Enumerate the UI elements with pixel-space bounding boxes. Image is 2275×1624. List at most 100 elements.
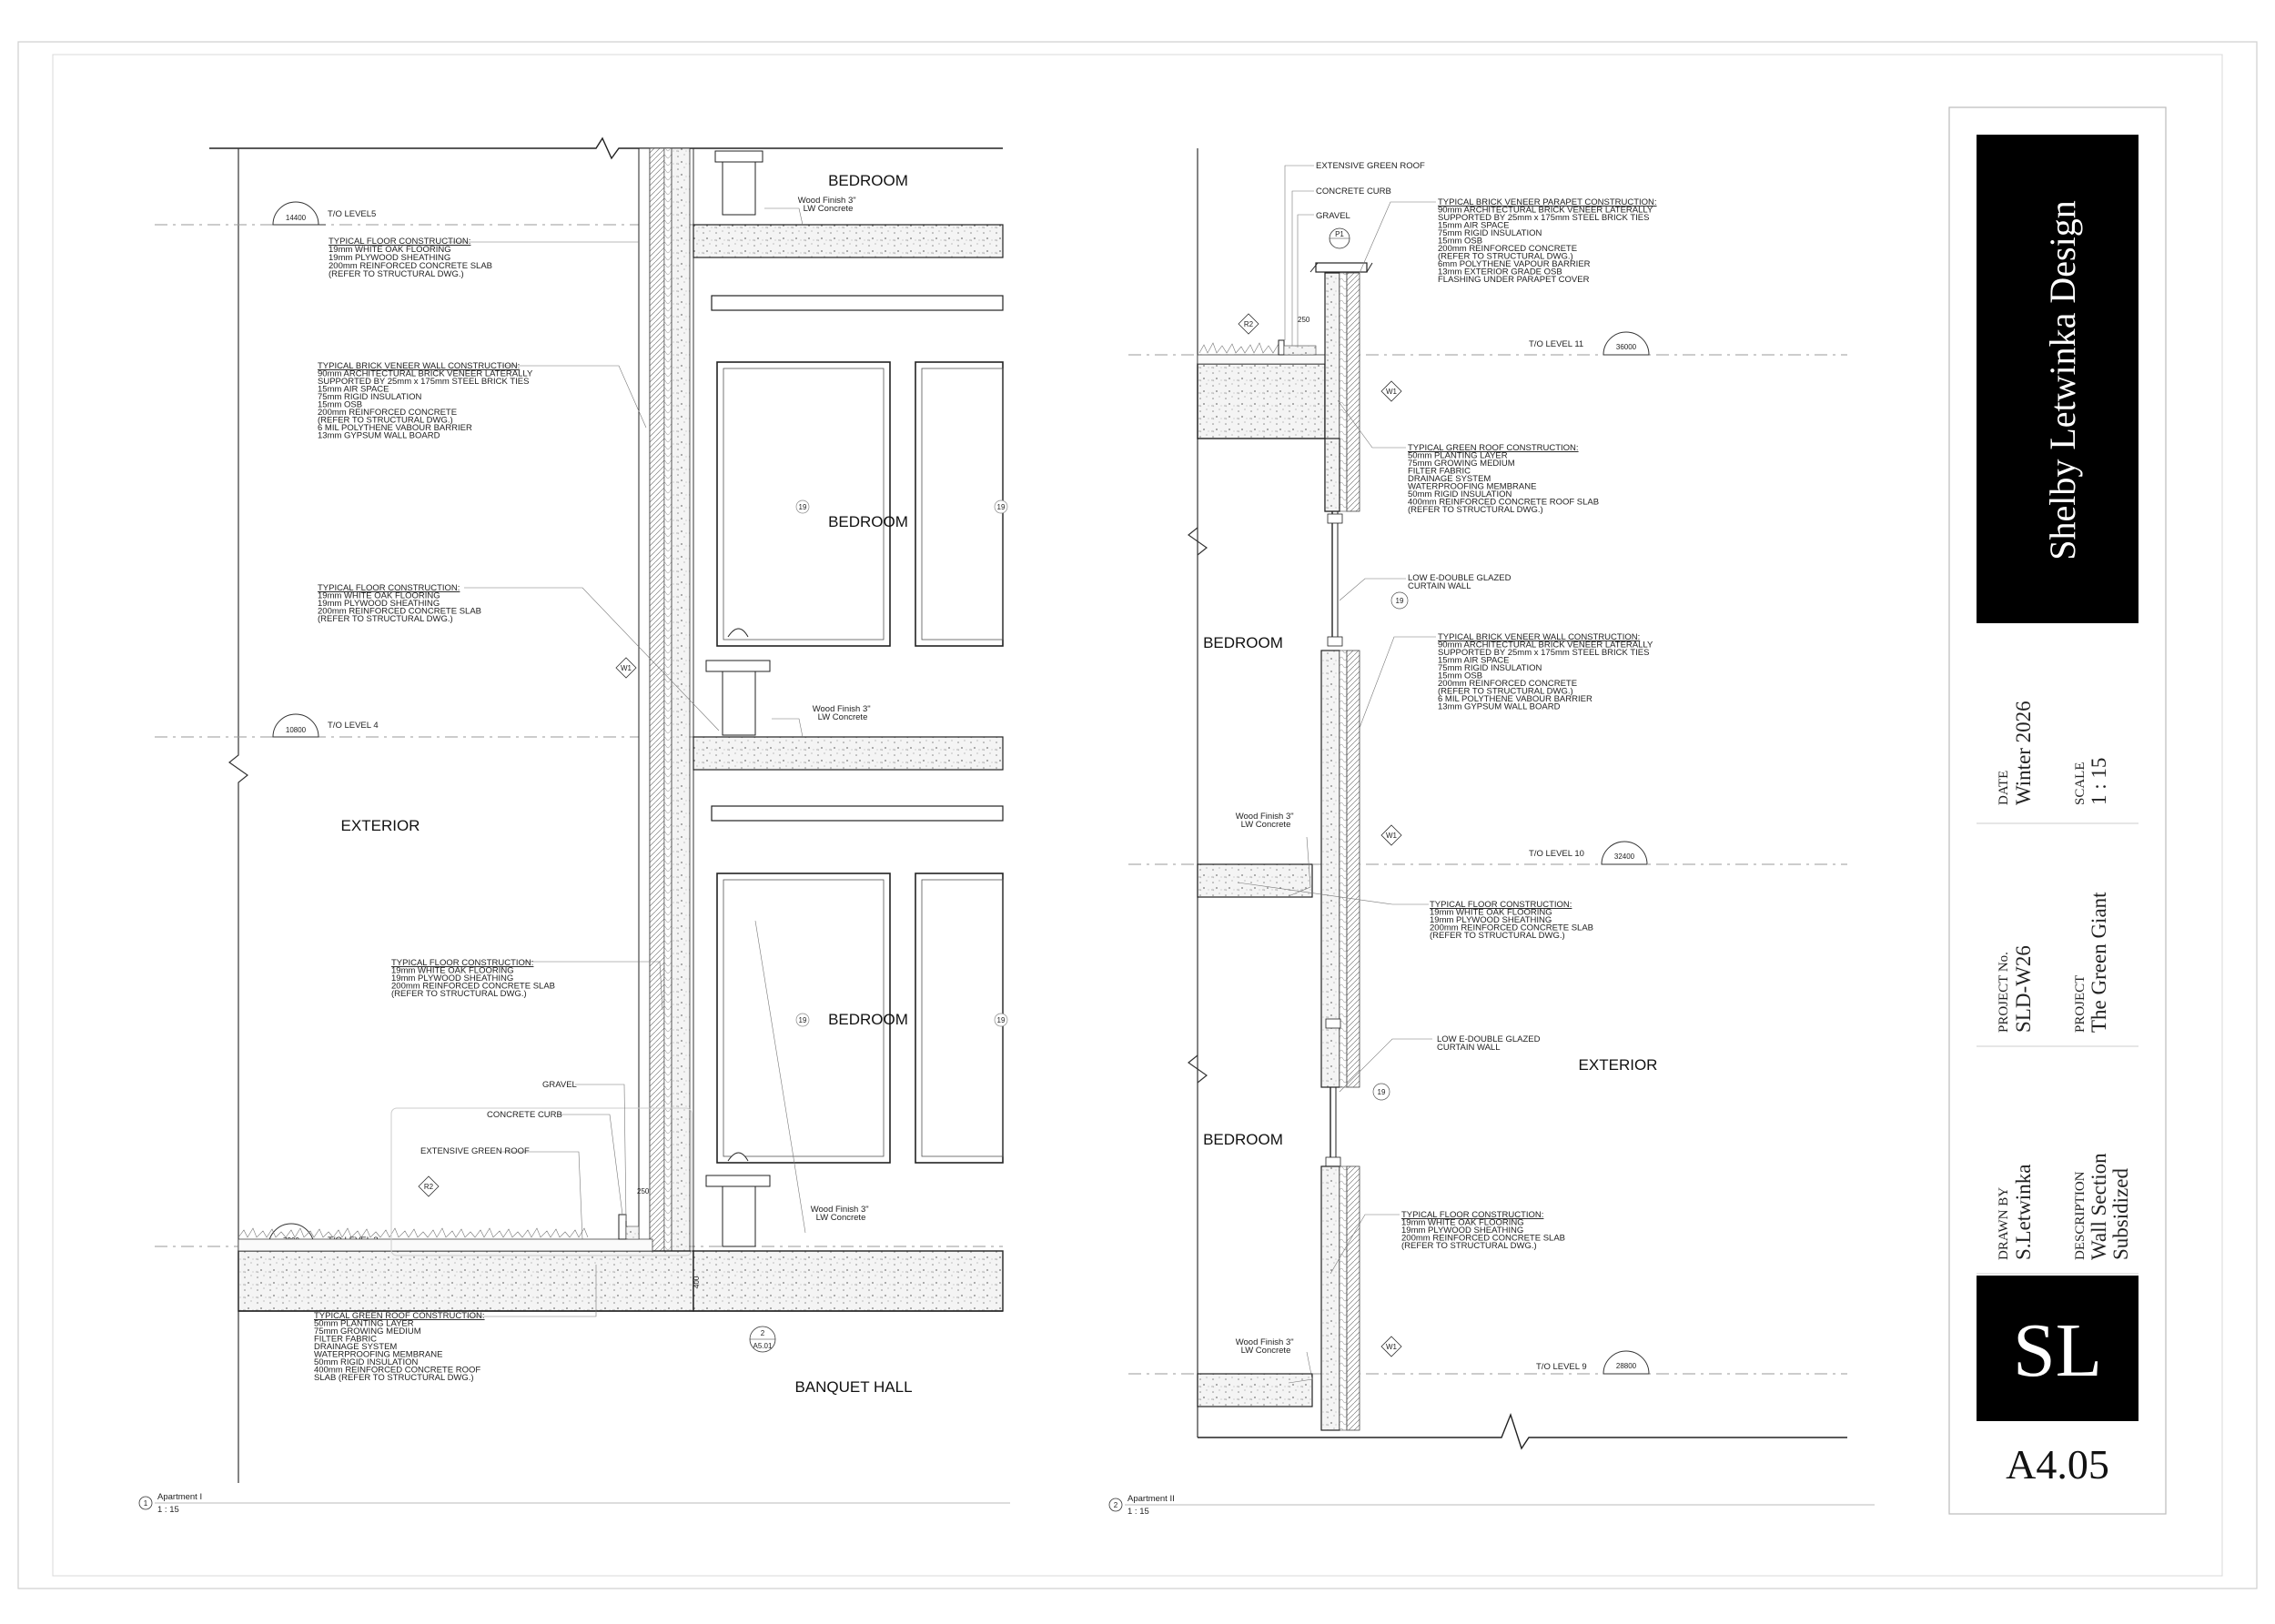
window-frame-1 [716, 361, 891, 647]
room-label-exterior: EXTERIOR [341, 817, 420, 834]
glazing-tag-b: 19 [1372, 1083, 1390, 1101]
exterior-wall-1 [638, 147, 694, 1252]
svg-text:A5.01: A5.01 [753, 1342, 773, 1350]
note-wood-finish-mid: Wood Finish 3" LW Concrete [813, 704, 874, 722]
wall-tag-w1: W1 [615, 657, 637, 679]
break-line-top [209, 136, 1003, 160]
note-floor-construction-3: TYPICAL FLOOR CONSTRUCTION: 19mm WHITE O… [391, 958, 558, 999]
view-2-scale: 1 : 15 [1127, 1507, 1149, 1517]
description-line1: Wall Section [2088, 1153, 2110, 1260]
note-green-roof-construction-2: TYPICAL GREEN ROOF CONSTRUCTION: 50mm PL… [1408, 443, 1602, 515]
svg-text:R2: R2 [424, 1183, 434, 1191]
wall-tag-w1-b: W1 [1380, 824, 1402, 846]
view-1-title: Apartment I [157, 1492, 202, 1502]
scale-label: SCALE [2073, 762, 2088, 805]
gravel-strip [625, 1226, 640, 1240]
outer-border [17, 41, 2258, 1589]
parapet-tag-p1: P1 [1329, 227, 1350, 249]
note-wood-finish-2a: Wood Finish 3" LW Concrete [1236, 812, 1297, 830]
svg-text:19: 19 [799, 1016, 807, 1024]
note-floor-construction-4: TYPICAL FLOOR CONSTRUCTION: 19mm WHITE O… [1430, 900, 1596, 941]
note-green-roof-construction-1: TYPICAL GREEN ROOF CONSTRUCTION: 50mm PL… [314, 1311, 487, 1383]
room-label-bedroom-low: BEDROOM [828, 1011, 908, 1028]
level-9-name: T/O LEVEL 9 [1536, 1362, 1587, 1372]
logo-box [1977, 1276, 2138, 1421]
svg-text:19: 19 [1378, 1088, 1386, 1096]
level-marker-9: 28800 T/O LEVEL 9 [1536, 1350, 1650, 1375]
svg-text:W1: W1 [1386, 388, 1398, 396]
project-no-value: SLD-W26 [2012, 945, 2035, 1033]
description-line2: Subsidized [2109, 1168, 2132, 1260]
level-11-elevation: 36000 [1616, 343, 1637, 351]
curtain-wall-upper [1327, 511, 1343, 647]
date-value: Winter 2026 [2012, 701, 2035, 805]
note-gravel-2: GRAVEL [1316, 211, 1350, 221]
drawn-by-label: DRAWN BY [1997, 1187, 2011, 1260]
description-label: DESCRIPTION [2073, 1171, 2088, 1260]
note-brick-veneer-parapet: TYPICAL BRICK VENEER PARAPET CONSTRUCTIO… [1438, 197, 1659, 285]
level-marker-5: 14400 T/O LEVEL5 [272, 201, 376, 226]
roof-slab [238, 1250, 694, 1312]
note-concrete-curb-1: CONCRETE CURB [487, 1110, 562, 1120]
note-brick-veneer-wall-1: TYPICAL BRICK VENEER WALL CONSTRUCTION: … [318, 361, 535, 441]
room-label-bedroom-a: BEDROOM [1203, 634, 1283, 651]
room-label-banquet-hall: BANQUET HALL [794, 1378, 912, 1396]
project-label: PROJECT [2073, 975, 2088, 1033]
wall-tag-w1-a: W1 [1380, 380, 1402, 402]
note-wood-finish-2b: Wood Finish 3" LW Concrete [1236, 1337, 1297, 1356]
window-tag-b: 19 [994, 499, 1008, 514]
level-10-name: T/O LEVEL 10 [1529, 849, 1584, 859]
roof-slab-2 [1197, 363, 1326, 439]
svg-text:R2: R2 [1244, 320, 1254, 328]
level-marker-4: 10800 T/O LEVEL 4 [272, 713, 379, 738]
level-5-elevation: 14400 [286, 214, 307, 222]
curtain-wall-lower [1325, 1018, 1341, 1167]
note-wood-finish-top: Wood Finish 3" LW Concrete [798, 196, 859, 214]
note-brick-veneer-wall-2: TYPICAL BRICK VENEER WALL CONSTRUCTION: … [1438, 632, 1655, 712]
glazing-tag-a: 19 [1390, 591, 1409, 610]
svg-text:19: 19 [997, 1016, 1006, 1024]
view-1-scale: 1 : 15 [157, 1505, 179, 1515]
dimension-250-2: 250 [1298, 316, 1310, 324]
note-curtain-wall-lower: LOW E-DOUBLE GLAZED CURTAIN WALL [1437, 1034, 1542, 1053]
window-tag-d: 19 [994, 1013, 1008, 1027]
svg-text:2: 2 [761, 1329, 765, 1337]
exterior-wall-2-low [1320, 1165, 1340, 1431]
note-extensive-green-roof-1: EXTENSIVE GREEN ROOF [420, 1146, 530, 1156]
room-label-bedroom-b: BEDROOM [1203, 1131, 1283, 1148]
note-curtain-wall-upper: LOW E-DOUBLE GLAZED CURTAIN WALL [1408, 573, 1513, 591]
firm-banner [1977, 135, 2138, 623]
note-gravel-1: GRAVEL [542, 1080, 577, 1090]
floor-slab-level-5 [693, 224, 1004, 258]
note-extensive-green-roof-2: EXTENSIVE GREEN ROOF [1316, 161, 1425, 171]
level-11-name: T/O LEVEL 11 [1529, 339, 1583, 349]
note-wood-finish-low: Wood Finish 3" LW Concrete [811, 1205, 872, 1223]
parapet-cap [1315, 262, 1368, 273]
svg-text:W1: W1 [1386, 832, 1398, 840]
concrete-curb [618, 1214, 627, 1240]
level-marker-11: 36000 T/O LEVEL 11 [1529, 331, 1650, 356]
scale-value: 1 : 15 [2088, 758, 2110, 805]
level-marker-10: 32400 T/O LEVEL 10 [1529, 841, 1648, 865]
section-reference-tag: 2 A5.01 [749, 1326, 776, 1353]
section-apartment-1: 14400 T/O LEVEL5 10800 T/O LEVEL 4 7200 … [155, 136, 1008, 1483]
break-line-left [228, 148, 249, 1483]
room-label-bedroom-top: BEDROOM [828, 172, 908, 189]
drawn-by-value: S.Letwinka [2012, 1165, 2035, 1260]
svg-text:W1: W1 [1386, 1343, 1398, 1351]
project-value: The Green Giant [2088, 892, 2110, 1033]
inner-border [52, 54, 2223, 1577]
svg-text:19: 19 [1396, 597, 1404, 605]
svg-text:19: 19 [997, 503, 1006, 511]
floor-slab-level-4 [693, 736, 1004, 771]
floor-slab-level-9 [1197, 1373, 1313, 1407]
level-4-elevation: 10800 [286, 726, 307, 734]
logo-monogram: SL [2013, 1308, 2102, 1393]
svg-text:P1: P1 [1335, 230, 1344, 238]
level-10-elevation: 32400 [1614, 852, 1635, 861]
green-roof-buildup [238, 1238, 653, 1252]
svg-text:19: 19 [799, 503, 807, 511]
dimension-250: 250 [637, 1187, 650, 1195]
room-label-bedroom-mid: BEDROOM [828, 513, 908, 530]
